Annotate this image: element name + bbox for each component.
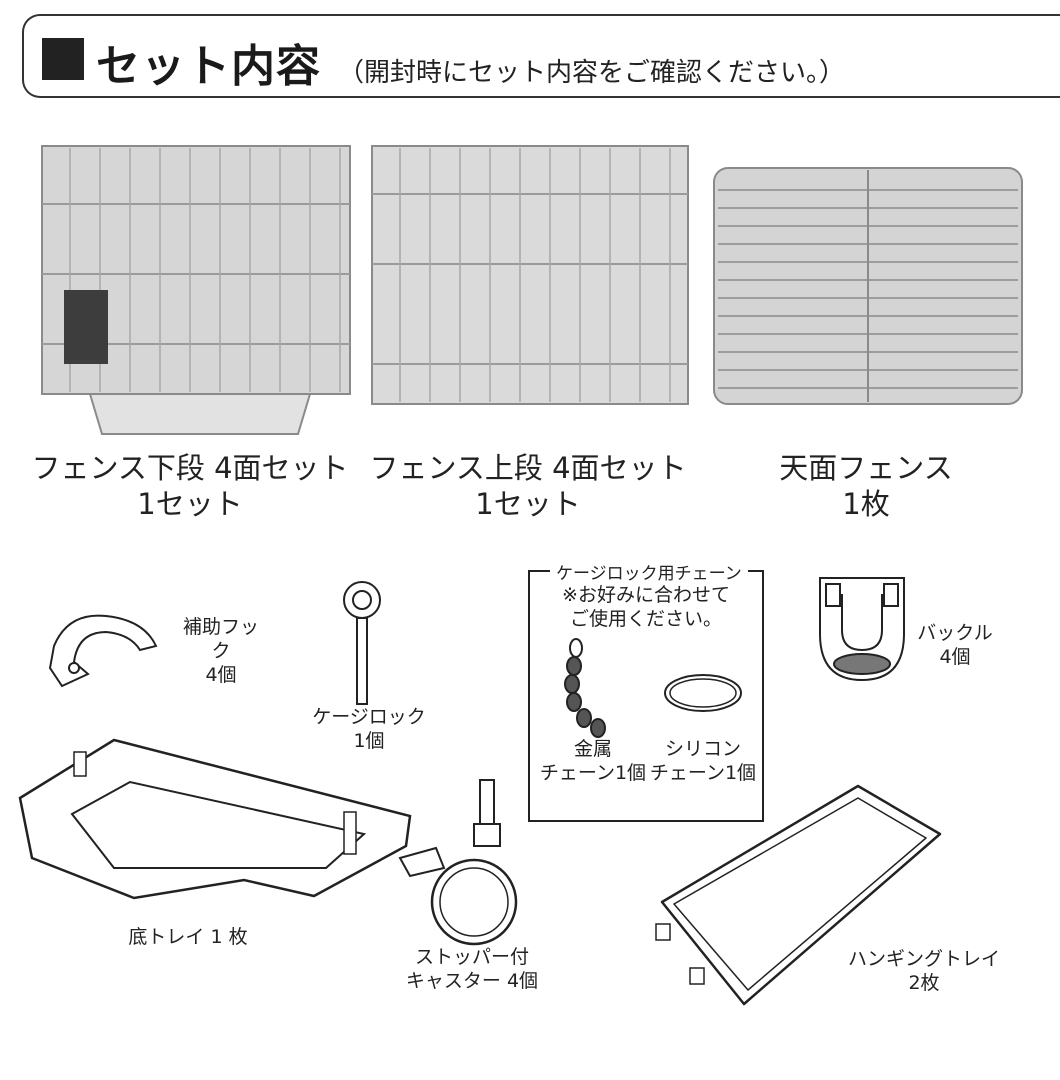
hanging-tray-qty: 2枚	[908, 971, 940, 994]
chain-note-line1: ※お好みに合わせて	[562, 584, 730, 606]
hook-image	[48, 614, 158, 688]
top-fence-qty: 1枚	[842, 487, 890, 522]
metal-chain-image	[564, 638, 606, 738]
metal-chain-label: 金属 チェーン1個	[538, 738, 648, 786]
caster-label: ストッパー付 キャスター 4個	[402, 946, 542, 994]
upper-fence-image	[371, 145, 689, 405]
lower-fence-name: フェンス下段 4面セット	[31, 451, 349, 485]
bottom-tray-image	[18, 738, 412, 900]
top-fence-label: 天面フェンス 1枚	[736, 450, 996, 523]
cage-lock-label: ケージロック 1個	[304, 706, 434, 754]
section-header: セット内容 （開封時にセット内容をご確認ください。）	[22, 14, 1060, 98]
hook-label: 補助フック 4個	[176, 616, 266, 687]
metal-chain-qty: チェーン1個	[539, 761, 647, 784]
upper-fence-label: フェンス上段 4面セット 1セット	[368, 450, 688, 523]
chain-note-line2: ご使用ください。	[569, 607, 722, 630]
cage-lock-image	[343, 581, 381, 705]
chain-box: ケージロック用チェーン ※お好みに合わせて ご使用ください。 金属 チェーン1個…	[528, 559, 764, 822]
bottom-tray-label: 底トレイ 1 枚	[128, 926, 248, 948]
cage-lock-name: ケージロック	[312, 706, 426, 728]
upper-fence-qty: 1セット	[475, 487, 581, 522]
black-square-icon	[42, 38, 84, 80]
hanging-tray-label: ハンギングトレイ 2枚	[844, 948, 1004, 996]
silicone-chain-image	[664, 674, 742, 712]
section-subtitle: （開封時にセット内容をご確認ください。）	[338, 58, 846, 88]
caster-qty: キャスター 4個	[405, 969, 539, 992]
section-title: セット内容	[96, 41, 321, 92]
lower-fence-qty: 1セット	[137, 487, 243, 522]
upper-fence-name: フェンス上段 4面セット	[369, 451, 687, 485]
hook-qty: 4個	[205, 663, 237, 686]
lower-fence-label: フェンス下段 4面セット 1セット	[30, 450, 350, 523]
silicone-chain-name: シリコン	[664, 738, 741, 760]
top-fence-image	[713, 167, 1023, 405]
buckle-qty: 4個	[939, 645, 971, 668]
cage-lock-qty: 1個	[353, 729, 385, 752]
buckle-label: バックル 4個	[910, 622, 1000, 670]
chain-box-title: ケージロック用チェーン	[550, 559, 748, 584]
buckle-image	[819, 577, 905, 682]
caster-image	[398, 779, 518, 946]
hanging-tray-image	[655, 784, 942, 1006]
lower-fence-image	[41, 145, 351, 435]
hook-name: 補助フック	[182, 616, 259, 662]
caster-name: ストッパー付	[414, 946, 529, 968]
silicone-chain-label: シリコン チェーン1個	[648, 738, 758, 786]
top-fence-name: 天面フェンス	[779, 451, 953, 485]
hanging-tray-name: ハンギングトレイ	[847, 948, 1000, 970]
buckle-name: バックル	[917, 622, 993, 644]
chain-box-note: ※お好みに合わせて ご使用ください。	[536, 584, 756, 632]
metal-chain-name: 金属	[573, 738, 612, 760]
silicone-chain-qty: チェーン1個	[649, 761, 757, 784]
